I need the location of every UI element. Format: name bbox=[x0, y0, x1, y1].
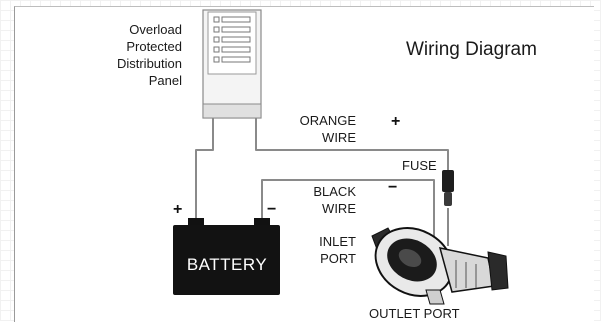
inlet-port-label: INLET PORT bbox=[300, 233, 356, 267]
inlet-port-label-line: PORT bbox=[320, 251, 356, 266]
black-wire-label-line: BLACK bbox=[313, 184, 356, 199]
panel-label: Overload Protected Distribution Panel bbox=[86, 21, 182, 89]
orange-wire-plus-sign: + bbox=[391, 113, 401, 130]
panel-label-line: Panel bbox=[148, 73, 182, 88]
distribution-panel bbox=[202, 9, 262, 119]
black-wire-label: BLACK WIRE bbox=[290, 183, 356, 217]
battery-label: BATTERY bbox=[186, 255, 268, 274]
black-wire-minus-sign: − bbox=[388, 179, 398, 196]
outlet-port-label: OUTLET PORT bbox=[369, 306, 460, 321]
panel-label-line: Distribution bbox=[116, 56, 182, 71]
fuse-label: FUSE bbox=[402, 158, 437, 173]
battery-plus-sign: + bbox=[173, 201, 183, 218]
diagram-title: Wiring Diagram bbox=[406, 39, 537, 60]
panel-label-line: Overload bbox=[129, 22, 182, 37]
pump bbox=[371, 227, 509, 305]
panel-label-line: Protected bbox=[126, 39, 182, 54]
fuse bbox=[442, 170, 454, 206]
orange-wire-label-line: WIRE bbox=[322, 130, 356, 145]
inlet-port-label-line: INLET bbox=[319, 234, 356, 249]
black-wire-label-line: WIRE bbox=[322, 201, 356, 216]
wires bbox=[195, 118, 449, 246]
orange-wire-label: ORANGE WIRE bbox=[280, 112, 356, 146]
battery-minus-sign: − bbox=[267, 201, 277, 218]
battery bbox=[173, 218, 280, 295]
orange-wire-label-line: ORANGE bbox=[299, 113, 356, 128]
